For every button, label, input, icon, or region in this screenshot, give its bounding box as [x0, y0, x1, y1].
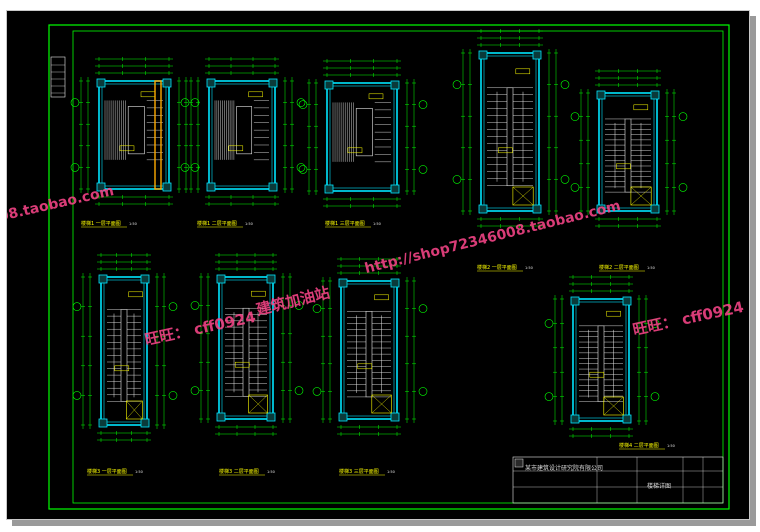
binding-strip [50, 56, 66, 98]
plan-scale-p9: 1:50 [667, 444, 675, 448]
plan-scale-p6: 1:50 [135, 470, 143, 474]
cad-drawing-sheet: 楼梯1 一层平面图 1:50 楼梯1 二层平面图 1:50 楼梯1 三层平面图 1:50 楼… [6, 10, 750, 520]
plan-caption-p6: 楼梯3 一层平面图 [87, 468, 127, 475]
plan-scale-p1: 1:50 [129, 222, 137, 226]
plan-scale-p5: 1:50 [647, 266, 655, 270]
plan-scale-p7: 1:50 [267, 470, 275, 474]
stair-plan-p2 [180, 57, 306, 206]
plan-scale-p4: 1:50 [525, 266, 533, 270]
plan-caption-p5: 楼梯2 二层平面图 [599, 264, 639, 271]
title-block-sheet-name: 楼梯详图 [647, 483, 672, 490]
stair-plan-p3 [298, 59, 428, 208]
plan-scale-p3: 1:50 [373, 222, 381, 226]
cad-drawing-canvas: 楼梯1 一层平面图 1:50 楼梯1 二层平面图 1:50 楼梯1 三层平面图 1:50 楼… [48, 24, 730, 510]
stair-plan-p5 [570, 69, 688, 228]
plan-caption-p4: 楼梯2 一层平面图 [477, 264, 517, 271]
stair-plan-p1 [70, 57, 200, 206]
plan-caption-p7: 楼梯3 二层平面图 [219, 468, 259, 475]
stair-plan-p6 [72, 253, 178, 442]
drawing-frame-outer [48, 24, 730, 510]
drawing-frame-inner [72, 30, 724, 504]
stair-plan-p9 [544, 275, 660, 438]
title-block-company: 某市建筑设计研究院有限公司 [525, 465, 604, 472]
stair-plan-p8 [312, 257, 428, 436]
plan-scale-p8: 1:50 [387, 470, 395, 474]
plan-scale-p2: 1:50 [245, 222, 253, 226]
plan-caption-p9: 楼梯4 二层平面图 [619, 442, 659, 449]
plan-caption-p2: 楼梯1 二层平面图 [197, 220, 237, 227]
plan-caption-p8: 楼梯3 三层平面图 [339, 468, 379, 475]
plan-caption-p3: 楼梯1 三层平面图 [325, 220, 365, 227]
stair-plan-p7 [190, 253, 304, 436]
plan-caption-p1: 楼梯1 一层平面图 [81, 220, 121, 227]
title-block [512, 456, 724, 504]
highlight-wall [154, 80, 162, 190]
stair-plan-p4 [452, 29, 570, 228]
